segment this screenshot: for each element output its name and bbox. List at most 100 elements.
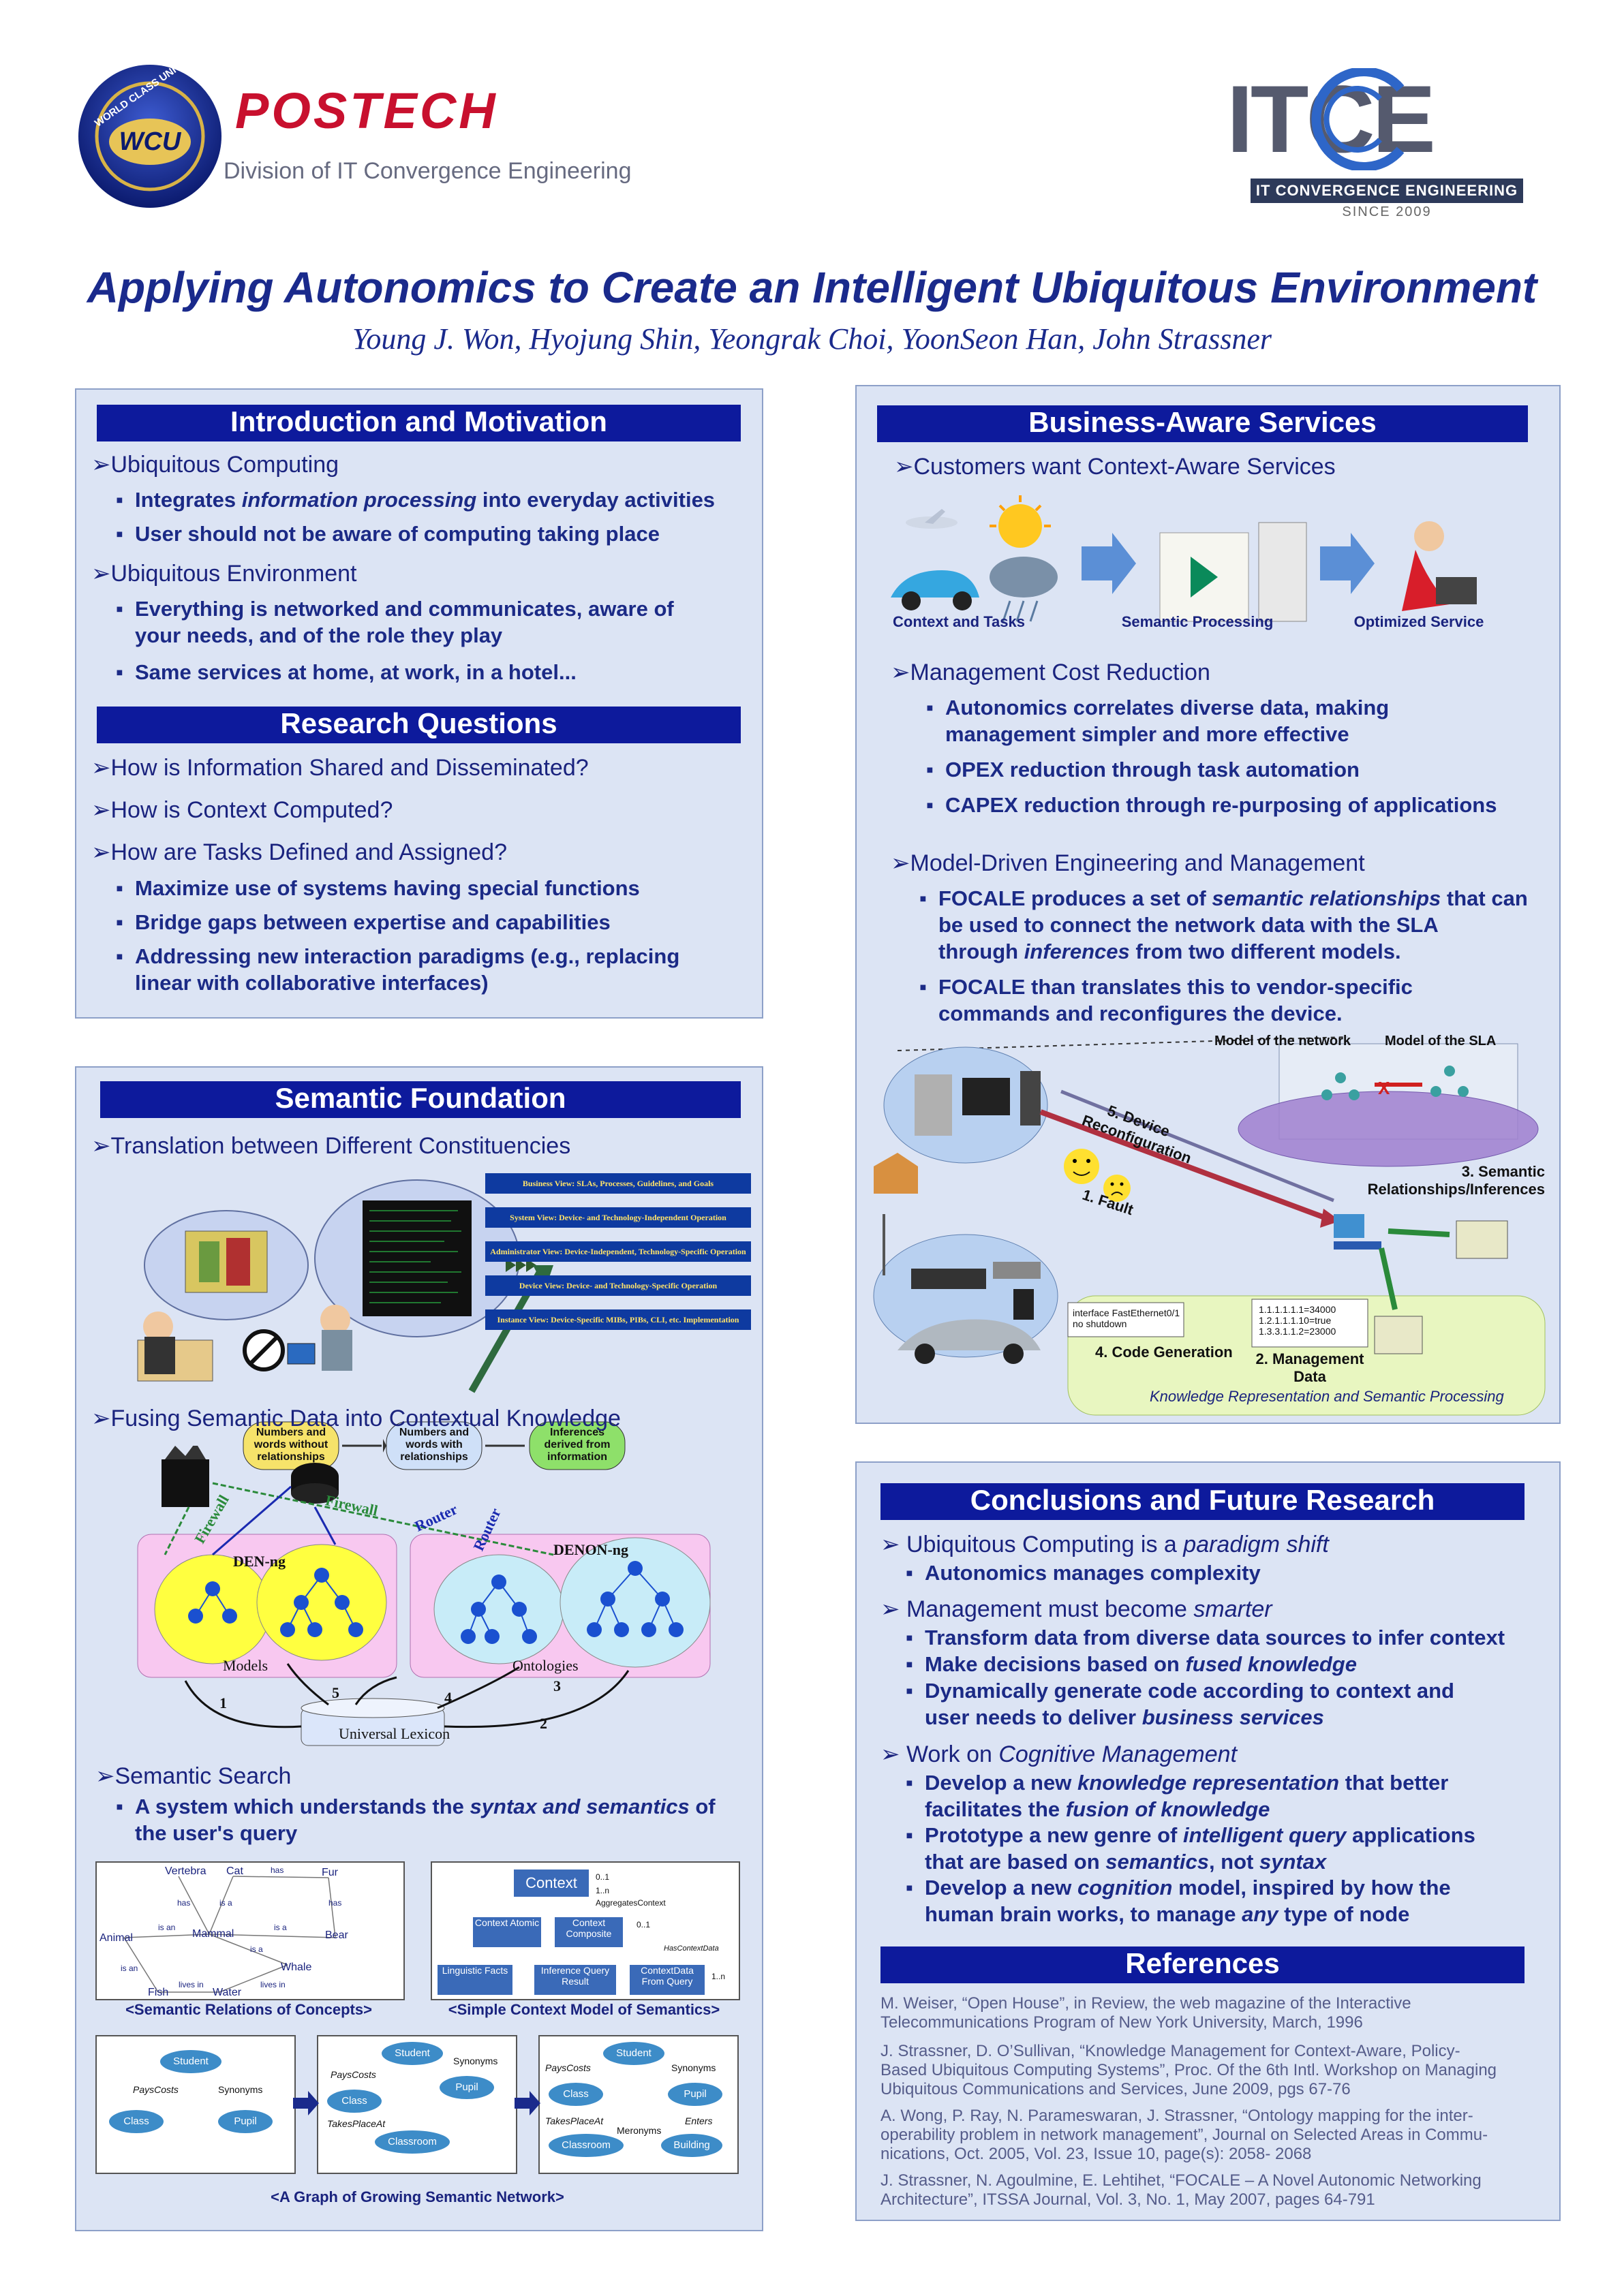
graph-edge: Meronyms: [617, 2125, 662, 2136]
rain-cloud-icon: [990, 557, 1058, 622]
text: interface FastEthernet0/1: [1073, 1307, 1180, 1318]
text-em: smarter: [1193, 1596, 1272, 1622]
concept: Vertebra: [165, 1865, 206, 1877]
view-bar: Instance View: Device-Specific MIBs, PIB…: [485, 1309, 751, 1330]
fault-arrow-icon: [1039, 1109, 1335, 1224]
airplane-icon: [906, 509, 957, 529]
concept-edge: has: [328, 1898, 342, 1908]
people-icon: [137, 1305, 352, 1382]
graph-node: Classroom: [375, 2130, 450, 2154]
context-model: Context Context Atomic Context Composite…: [431, 1861, 740, 2000]
concept: Cat: [226, 1865, 243, 1877]
context-node: ContextData From Query: [630, 1965, 705, 1995]
graph-caption: <A Graph of Growing Semantic Network>: [271, 2188, 564, 2205]
text-em: Cognitive Management: [998, 1741, 1238, 1767]
chevron-arrows-icon: [506, 1258, 536, 1272]
text: Based Ubiquitous Computing Systems”, Pro…: [880, 2061, 1497, 2079]
text: Prototype a new genre of: [925, 1823, 1183, 1847]
text: 2. Management: [1255, 1350, 1364, 1367]
concept: Whale: [281, 1961, 312, 1973]
itce-swoosh-icon: [1311, 68, 1405, 170]
text: operability problem in network managemen…: [880, 2126, 1488, 2144]
context-node: Inference Query Result: [534, 1965, 616, 1995]
concept: Bear: [325, 1929, 348, 1941]
graph-node: Classroom: [549, 2134, 624, 2157]
text: 1.1.1.1.1.1=34000: [1259, 1304, 1336, 1315]
research-bullet-3: Addressing new interaction paradigms (e.…: [116, 943, 679, 996]
text: , not: [1208, 1850, 1259, 1874]
text: Data: [1293, 1368, 1326, 1385]
flow-number: 1: [219, 1694, 227, 1711]
text: into everyday activities: [476, 488, 716, 512]
intro-heading: Introduction and Motivation: [97, 405, 741, 441]
denon-label: DENON-ng: [553, 1541, 629, 1558]
graph-node: Student: [382, 2042, 443, 2065]
authors: Young J. Won, Hyojung Shin, Yeongrak Cho…: [352, 322, 1272, 356]
concl-b6: Prototype a new genre of intelligent que…: [906, 1822, 1475, 1875]
business-mde: Model-Driven Engineering and Management: [891, 850, 1365, 877]
graph-node: Pupil: [668, 2083, 722, 2106]
intro-bullet-1: Integrates information processing into e…: [116, 486, 716, 513]
context-label: HasContextData: [664, 1944, 719, 1953]
text-em: fusion of knowledge: [1065, 1797, 1270, 1821]
text-em: cognition: [1077, 1876, 1173, 1899]
graph-node: Student: [603, 2042, 664, 2065]
concl-h2: Management must become smarter: [880, 1596, 1272, 1623]
text: of: [689, 1795, 716, 1818]
text: no shutdown: [1073, 1318, 1127, 1329]
concept-edge: has: [271, 1865, 284, 1875]
concept-edge: is a: [250, 1944, 263, 1954]
text: that can: [1441, 886, 1528, 910]
car-icon: [898, 1319, 1041, 1364]
fusing-diagram: [137, 1446, 711, 1746]
text: human brain works, to manage: [925, 1902, 1242, 1926]
itce-banner: IT CONVERGENCE ENGINEERING: [1251, 179, 1523, 203]
text-em: semantics: [1105, 1850, 1209, 1874]
context-caption: <Simple Context Model of Semantics>: [448, 2001, 720, 2018]
text-em: semantic relationships: [1212, 886, 1441, 910]
tree-diagram-icon: [1321, 1066, 1469, 1100]
business-heading: Business-Aware Services: [877, 405, 1528, 442]
caption-optimized: Optimized Service: [1353, 613, 1484, 630]
flow-number: 2: [540, 1715, 547, 1732]
mde-bullet-1: FOCALE produces a set of semantic relati…: [919, 885, 1528, 965]
text: Ubiquitous Communications and Services, …: [880, 2080, 1351, 2098]
concept-edge: is a: [274, 1923, 287, 1932]
research-bullet-2: Bridge gaps between expertise and capabi…: [116, 909, 611, 935]
context-node: Context Atomic: [473, 1917, 541, 1947]
text: through: [938, 940, 1024, 963]
intro-panel: Introduction and Motivation Ubiquitous C…: [75, 388, 763, 1019]
conclusions-heading: Conclusions and Future Research: [880, 1483, 1525, 1520]
context-label: 0..1: [596, 1872, 610, 1882]
text: user needs to deliver: [925, 1705, 1142, 1729]
text: facilitates the: [925, 1797, 1066, 1821]
concept: Water: [213, 1987, 242, 1998]
search-bullet: A system which understands the syntax an…: [116, 1793, 716, 1846]
focale-diagram: [873, 1036, 1546, 1416]
text: Architecture”, ITSSA Journal, Vol. 3, No…: [880, 2190, 1375, 2209]
business-cost: Management Cost Reduction: [891, 659, 1210, 686]
concept-edge: is an: [121, 1964, 138, 1973]
graph-edge: Enters: [685, 2115, 713, 2126]
graph-edge: Synonyms: [671, 2062, 716, 2073]
concl-b2: Transform data from diverse data sources…: [906, 1624, 1505, 1651]
concept: Animal: [99, 1932, 133, 1944]
flow-number: 4: [444, 1689, 452, 1706]
label-krsp: Knowledge Representation and Semantic Pr…: [1150, 1388, 1504, 1405]
graph-edge: PaysCosts: [331, 2069, 376, 2080]
reference-1: M. Weiser, “Open House”, in Review, the …: [880, 1994, 1411, 2032]
label-model-net: Model of the network: [1214, 1034, 1351, 1049]
computer-icon: [1334, 1214, 1381, 1250]
text: from two different models.: [1129, 940, 1401, 963]
cost-bullet-1: Autonomics correlates diverse data, maki…: [926, 694, 1389, 747]
text: model, inspired by how the: [1172, 1876, 1451, 1899]
concepts-caption: <Semantic Relations of Concepts>: [125, 2001, 372, 2018]
services-illustration: [891, 495, 1477, 622]
text: J. Strassner, D. O’Sullivan, “Knowledge …: [880, 2042, 1460, 2060]
arrow-icon: [1082, 533, 1136, 594]
text: A. Wong, P. Ray, N. Parameswaran, J. Str…: [880, 2107, 1473, 2125]
concl-b5: Develop a new knowledge representation t…: [906, 1769, 1448, 1822]
research-q2: How is Context Computed?: [91, 796, 393, 824]
text: linear with collaborative interfaces): [135, 971, 489, 995]
